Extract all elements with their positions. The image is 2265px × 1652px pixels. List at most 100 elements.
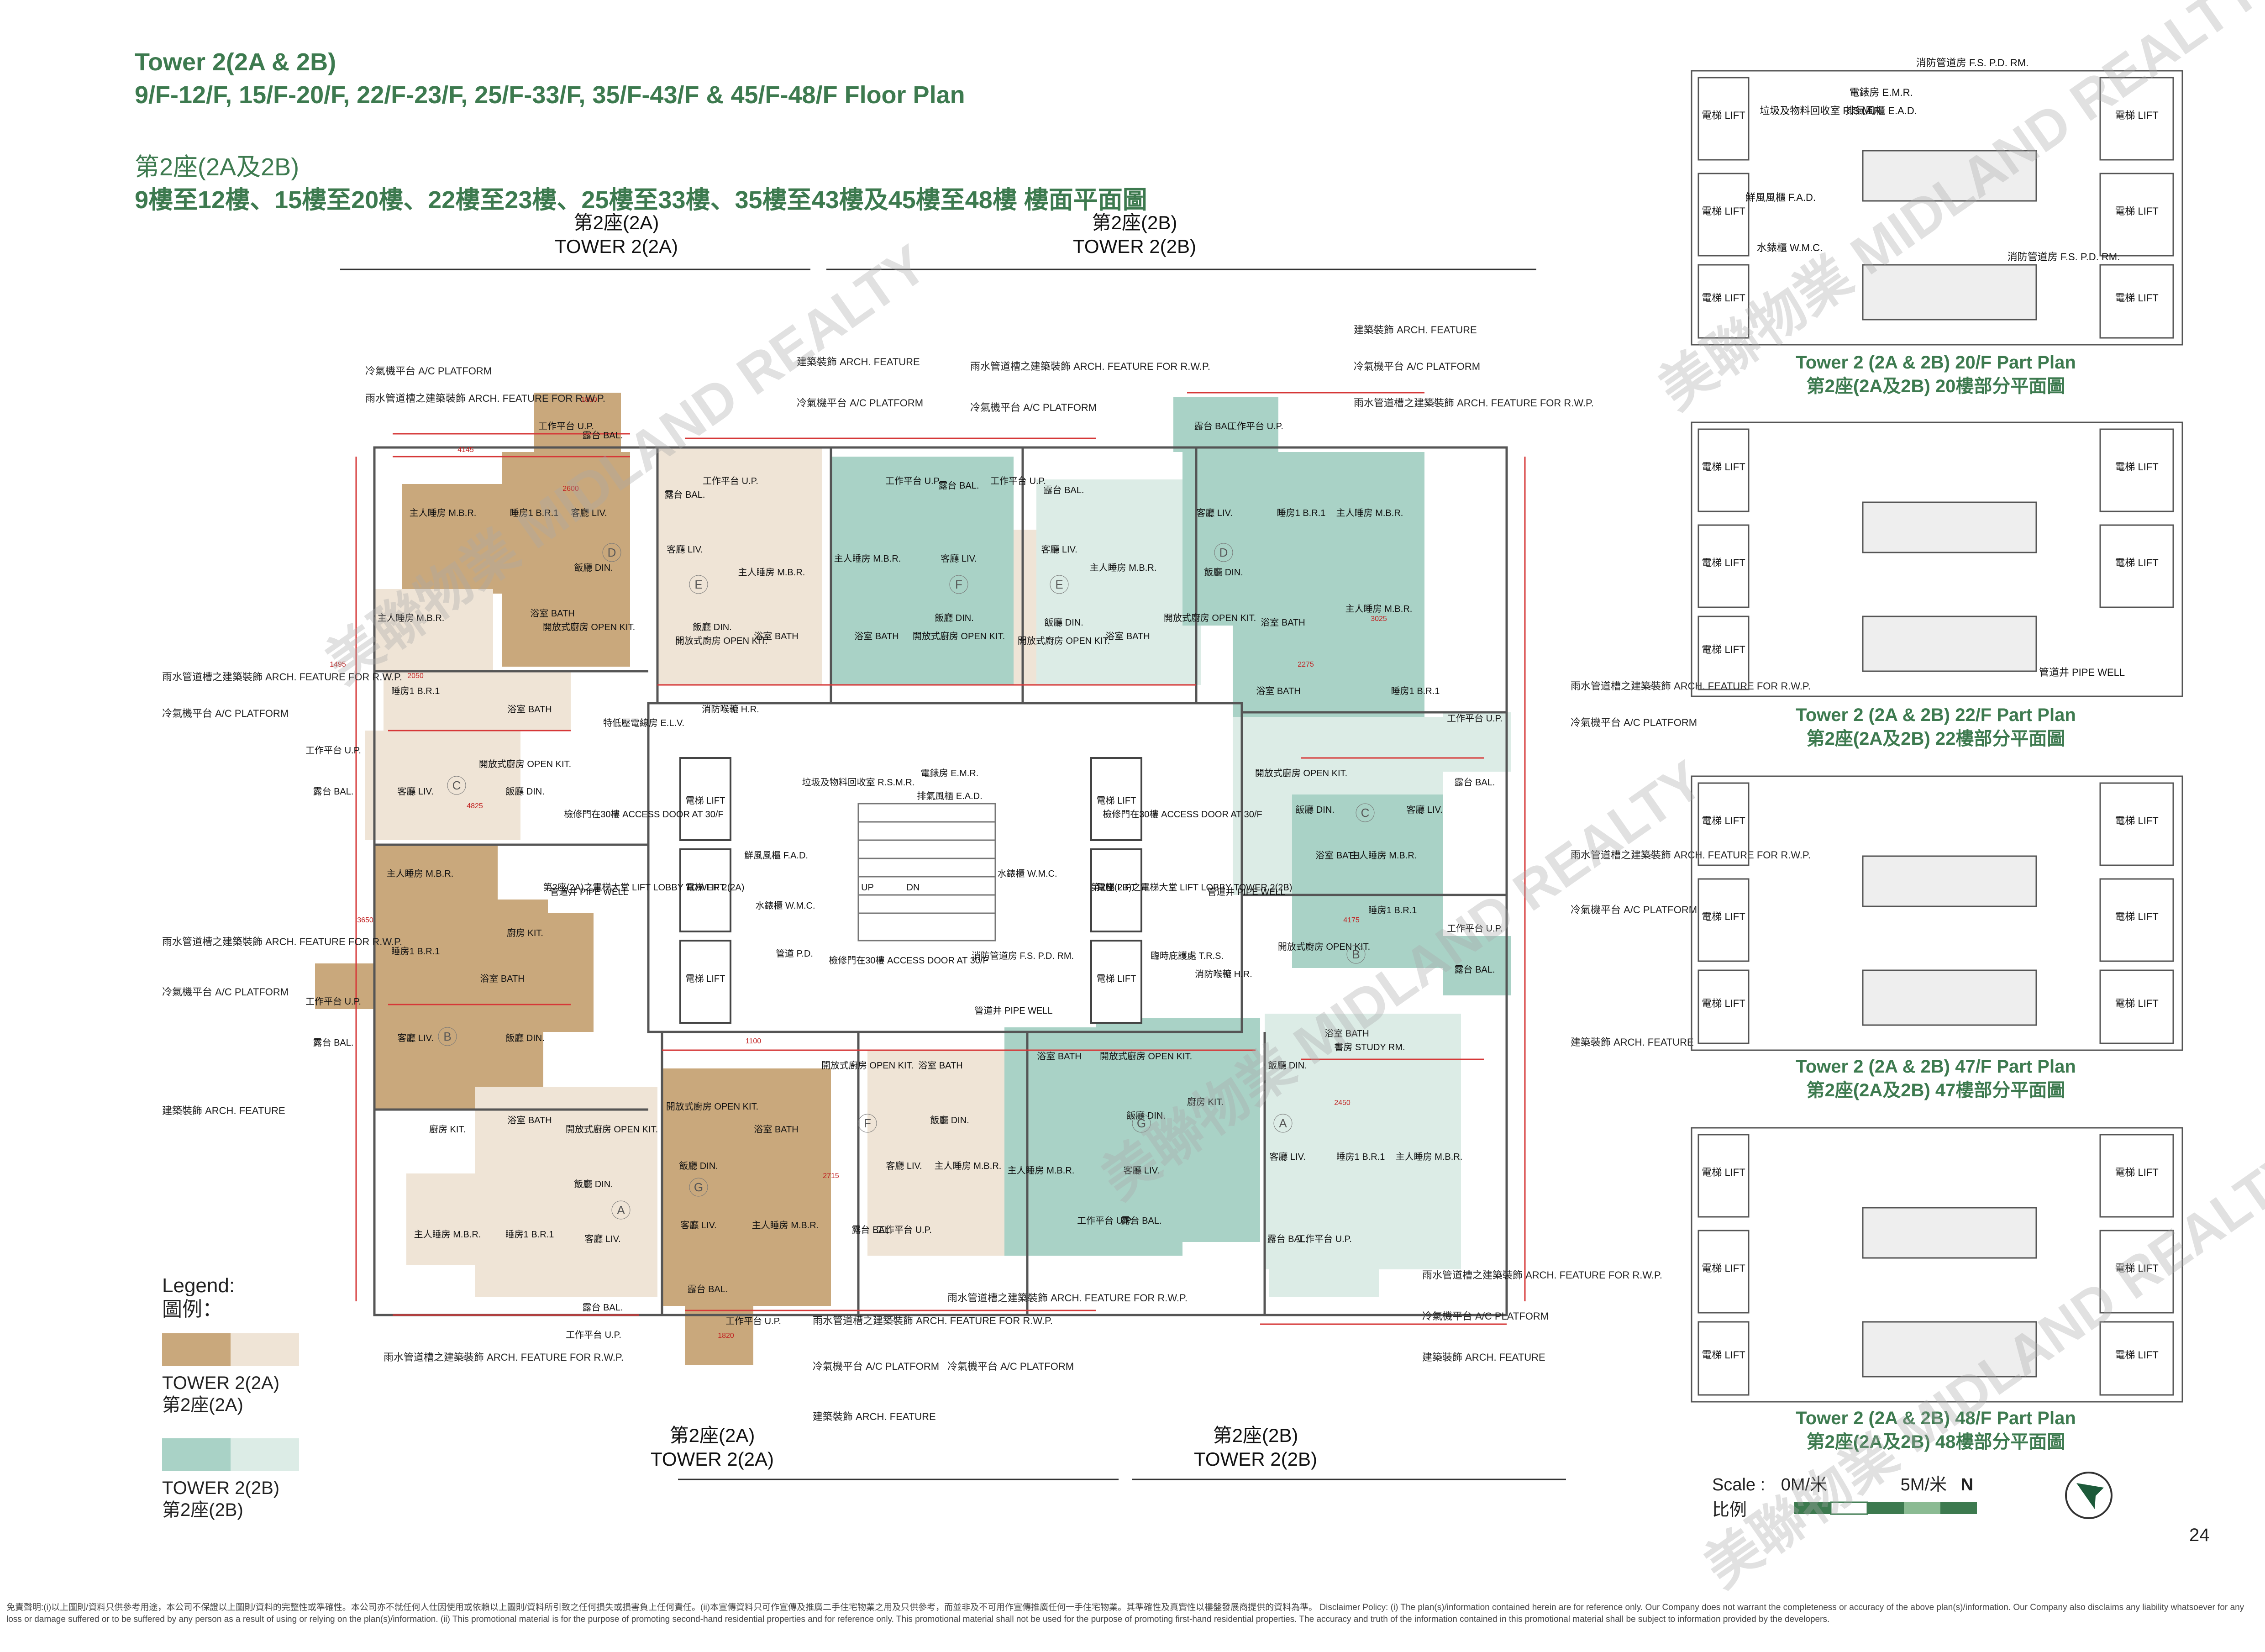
part-plans [1691, 70, 2183, 1403]
room-din: 飯廳 DIN. [1126, 1110, 1166, 1121]
dim: 2715 [823, 1172, 839, 1180]
flat-letter-c: C [452, 779, 461, 792]
arch-feature-note: 建築裝飾 ARCH. FEATURE [797, 356, 920, 368]
tower-2b-units [831, 397, 1511, 1297]
room-open-kit: 開放式廚房 OPEN KIT. [821, 1060, 914, 1071]
title-tower-zh: 第2座(2A及2B) [135, 153, 300, 181]
room-bath: 浴室 BATH [1105, 631, 1150, 642]
room-br1: 睡房1 B.R.1 [510, 508, 559, 518]
room-din: 飯廳 DIN. [1295, 805, 1335, 815]
ead-label: 排氣風櫃 E.A.D. [1845, 105, 1917, 116]
north-label: N [1960, 1475, 1974, 1494]
lift-label: 電梯 LIFT [2115, 1167, 2158, 1178]
room-liv: 客廳 LIV. [397, 1033, 433, 1043]
scale-bar [1794, 1501, 1977, 1515]
room-up: 工作平台 U.P. [305, 996, 361, 1007]
rwp-note: 雨水管道槽之建築裝飾 ARCH. FEATURE FOR R.W.P. [1354, 397, 1594, 409]
stair-dn: DN [907, 883, 920, 893]
room-br1: 睡房1 B.R.1 [1391, 686, 1440, 696]
lift-label: 電梯 LIFT [1702, 1167, 1745, 1178]
room-open-kit: 開放式廚房 OPEN KIT. [1164, 612, 1256, 623]
lift-label: 電梯 LIFT [2115, 1263, 2158, 1274]
dim: 1495 [330, 661, 346, 668]
dim: 1100 [746, 1037, 762, 1045]
fspd-label: 消防管道房 F.S. P.D. RM. [1916, 57, 2029, 68]
lift-label: 電梯 LIFT [1702, 205, 1745, 217]
room-bal: 露台 BAL. [1455, 964, 1495, 975]
legend-2a-en: TOWER 2(2A) [162, 1373, 280, 1393]
part-plan-caption-20f: Tower 2 (2A & 2B) 20/F Part Plan 第2座(2A及… [1730, 351, 2141, 398]
part-plan-47f [1691, 775, 2183, 1051]
disclaimer: 免責聲明:(i)以上圖則/資料只供參考用途，本公司不保證以上圖則/資料的完整性或… [6, 1603, 2244, 1624]
room-open-kit: 開放式廚房 OPEN KIT. [1255, 768, 1347, 779]
room-bal: 露台 BAL. [583, 1302, 623, 1313]
flat-letter-a: A [617, 1203, 625, 1217]
legend-2a-zh: 第2座(2A) [162, 1395, 243, 1415]
room-mbr: 主人睡房 M.B.R. [935, 1161, 1002, 1171]
room-bal: 露台 BAL. [313, 1037, 354, 1048]
dim: 4825 [467, 802, 483, 810]
lift-label: 電梯 LIFT [1702, 1263, 1745, 1274]
room-labels: 主人睡房 M.B.R. 睡房1 B.R.1 客廳 LIV. 飯廳 DIN. 浴室… [305, 421, 1503, 1340]
room-up: 工作平台 U.P. [885, 476, 941, 486]
dim: 1820 [718, 1332, 734, 1340]
dimension-lines [355, 392, 1526, 1325]
scale-start: 0M/米 [1781, 1475, 1828, 1494]
lift-label: 電梯 LIFT [686, 882, 725, 893]
room-bal: 露台 BAL. [1194, 421, 1235, 431]
room-bal: 露台 BAL. [583, 430, 623, 441]
title-floors: 9/F-12/F, 15/F-20/F, 22/F-23/F, 25/F-33/… [135, 81, 965, 109]
swatch-2b-dark [162, 1438, 231, 1471]
part-plan-caption-48f: Tower 2 (2A & 2B) 48/F Part Plan 第2座(2A及… [1730, 1406, 2141, 1454]
dimension-numbers: 4145 1850 2600 3025 2050 4825 1495 2275 … [330, 396, 1387, 1340]
caption-en: Tower 2 (2A & 2B) 48/F Part Plan [1796, 1408, 2076, 1428]
room-bath: 浴室 BATH [507, 1115, 552, 1126]
flat-letter-e: E [1055, 578, 1063, 591]
lift-label: 電梯 LIFT [686, 973, 725, 984]
tower-header-en: TOWER 2(2A) [651, 1448, 774, 1470]
room-liv: 客廳 LIV. [397, 786, 433, 797]
external-annotations: 冷氣機平台 A/C PLATFORM 雨水管道槽之建築裝飾 ARCH. FEAT… [162, 324, 1811, 1422]
legend-heading-zh: 圖例： [162, 1298, 222, 1321]
lift-label: 電梯 LIFT [1702, 292, 1745, 304]
room-bath: 浴室 BATH [530, 608, 574, 619]
room-bath: 浴室 BATH [854, 631, 899, 642]
tower-header-bottom-right: 第2座(2B) TOWER 2(2B) [1164, 1424, 1347, 1471]
room-br1: 睡房1 B.R.1 [391, 946, 440, 957]
flat-letter-d: D [608, 546, 616, 559]
legend-2a: TOWER 2(2A) 第2座(2A) [162, 1372, 279, 1416]
rsmr-label: 垃圾及物料回收室 R.S.M.R. [802, 777, 915, 788]
ac-platform-note: 冷氣機平台 A/C PLATFORM [162, 708, 289, 719]
flat-letter-f: F [864, 1116, 871, 1130]
rwp-note: 雨水管道槽之建築裝飾 ARCH. FEATURE FOR R.W.P. [1571, 680, 1811, 692]
arch-feature-note: 建築裝飾 ARCH. FEATURE [813, 1411, 936, 1422]
room-bal: 露台 BAL. [313, 786, 354, 797]
lift-label: 電梯 LIFT [2115, 1349, 2158, 1361]
emr-label: 電錶房 E.M.R. [1849, 87, 1913, 98]
room-din: 飯廳 DIN. [1044, 617, 1083, 628]
lift-label: 電梯 LIFT [2115, 815, 2158, 826]
legend-2b-en: TOWER 2(2B) [162, 1478, 280, 1498]
access-door: 檢修門在30樓 ACCESS DOOR AT 30/F [829, 955, 988, 966]
lift-label: 電梯 LIFT [1702, 557, 1745, 568]
room-liv: 客廳 LIV. [1196, 508, 1232, 518]
room-bath: 浴室 BATH [1324, 1028, 1369, 1039]
room-open-kit: 開放式廚房 OPEN KIT. [666, 1101, 758, 1112]
room-open-kit: 開放式廚房 OPEN KIT. [913, 631, 1005, 642]
room-bath: 浴室 BATH [1256, 686, 1300, 696]
room-bal: 露台 BAL. [1267, 1234, 1308, 1244]
room-bal: 露台 BAL. [665, 489, 705, 500]
hr-label: 消防喉轆 H.R. [1195, 969, 1252, 979]
arch-feature-note: 建築裝飾 ARCH. FEATURE [1422, 1352, 1545, 1363]
lift-label: 電梯 LIFT [686, 795, 725, 806]
room-open-kit: 開放式廚房 OPEN KIT. [479, 758, 571, 769]
room-up: 工作平台 U.P. [1077, 1215, 1133, 1226]
rsmr-label: 垃圾及物料回收室 R.S.M.R. [1760, 105, 1883, 116]
tower-header-zh: 第2座(2B) [1092, 212, 1177, 233]
elv-label: 特低壓電線房 E.L.V. [603, 718, 684, 728]
room-bal: 露台 BAL. [852, 1225, 893, 1235]
lift-label: 電梯 LIFT [2115, 998, 2158, 1009]
stair-up: UP [861, 883, 874, 893]
ac-platform-note: 冷氣機平台 A/C PLATFORM [970, 402, 1097, 413]
rwp-note: 雨水管道槽之建築裝飾 ARCH. FEATURE FOR R.W.P. [1422, 1269, 1662, 1281]
